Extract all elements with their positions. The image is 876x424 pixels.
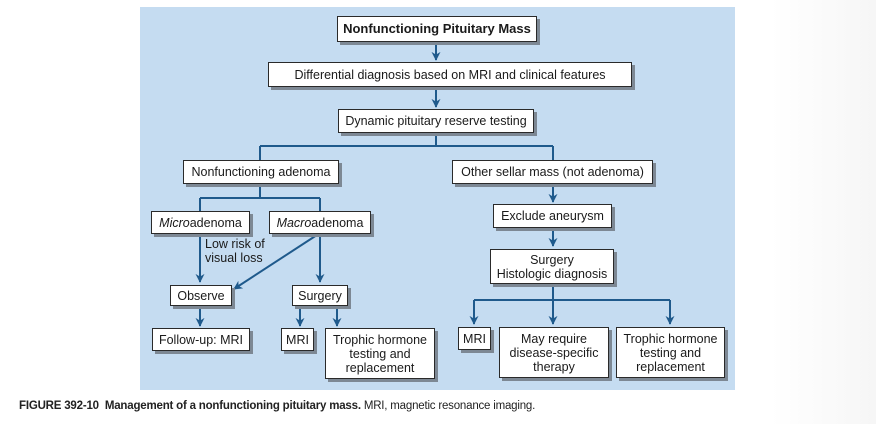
edge-label-low-risk: Low risk of visual loss bbox=[205, 237, 265, 265]
node-surgery-histologic: Surgery Histologic diagnosis bbox=[490, 249, 614, 284]
caption-title: Management of a nonfunctioning pituitary… bbox=[104, 400, 361, 412]
macro-suffix: adenoma bbox=[311, 215, 364, 230]
node-nonfunctioning-pituitary-mass: Nonfunctioning Pituitary Mass bbox=[337, 16, 537, 42]
node-disease-specific-therapy: May require disease-specific therapy bbox=[499, 327, 609, 378]
caption-label: FIGURE 392-10 bbox=[19, 400, 99, 412]
node-differential-diagnosis: Differential diagnosis based on MRI and … bbox=[268, 62, 632, 87]
node-nonfunctioning-adenoma: Nonfunctioning adenoma bbox=[183, 160, 339, 184]
node-mri-left: MRI bbox=[281, 328, 314, 351]
node-other-sellar-mass: Other sellar mass (not adenoma) bbox=[452, 160, 653, 184]
caption-text: MRI, magnetic resonance imaging. bbox=[360, 400, 536, 412]
edge-nf-split bbox=[199, 184, 321, 211]
macro-prefix: Macro bbox=[276, 215, 312, 230]
micro-suffix: adenoma bbox=[189, 215, 242, 230]
edge-dynamic-split bbox=[259, 133, 554, 160]
node-trophic-hormone-left: Trophic hormone testing and replacement bbox=[325, 328, 435, 379]
node-mri-right: MRI bbox=[458, 327, 491, 350]
edge-histo-split bbox=[474, 284, 670, 301]
edge-macro-observe bbox=[233, 232, 321, 290]
node-surgery-left: Surgery bbox=[292, 285, 348, 306]
micro-prefix: Micro bbox=[159, 215, 190, 230]
node-followup-mri: Follow-up: MRI bbox=[152, 328, 250, 351]
node-dynamic-reserve-testing: Dynamic pituitary reserve testing bbox=[338, 109, 534, 133]
node-exclude-aneurysm: Exclude aneurysm bbox=[493, 204, 612, 228]
node-observe: Observe bbox=[170, 285, 232, 306]
node-trophic-hormone-right: Trophic hormone testing and replacement bbox=[616, 327, 725, 378]
figure-caption: FIGURE 392-10 Management of a nonfunctio… bbox=[19, 400, 535, 412]
